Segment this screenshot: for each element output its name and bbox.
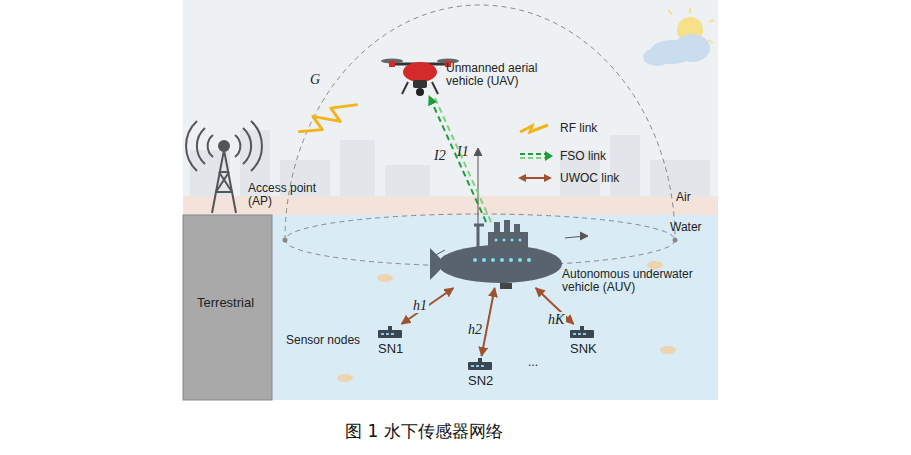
sensor-node: SNK xyxy=(568,324,596,340)
edge-label: hK xyxy=(546,312,566,327)
text-label: Air xyxy=(676,190,691,204)
sun-cloud xyxy=(643,8,714,66)
rf-link xyxy=(298,105,357,132)
uav-node: Unmanned aerial vehicle (UAV) xyxy=(388,56,452,96)
legend-text: FSO link xyxy=(560,149,606,163)
legend-samples xyxy=(518,125,553,182)
terrestrial-block xyxy=(183,215,272,400)
legend-text: RF link xyxy=(560,121,597,135)
text-label: Water xyxy=(670,220,702,234)
access-point: Access point (AP) xyxy=(200,118,250,213)
axes xyxy=(430,148,588,258)
uwoc-link xyxy=(402,288,454,324)
auv-icon xyxy=(430,220,562,289)
node-label: SN1 xyxy=(378,342,418,355)
coverage-hemisphere xyxy=(285,5,675,240)
legend-text: UWOC link xyxy=(560,171,619,185)
node-label: Access point (AP) xyxy=(248,182,328,208)
text-label: ... xyxy=(528,355,538,369)
auv-node: Autonomous underwater vehicle (AUV) xyxy=(440,222,562,288)
node-label: Autonomous underwater vehicle (AUV) xyxy=(562,268,722,294)
node-label: Unmanned aerial vehicle (UAV) xyxy=(446,62,571,88)
sensor-node: SN1 xyxy=(376,324,404,340)
text-label: I1 xyxy=(455,144,471,159)
edge-label: h1 xyxy=(411,298,429,313)
node-label: SNK xyxy=(570,342,610,355)
sensor-node: SN2 xyxy=(466,356,494,372)
edge-label: h2 xyxy=(466,322,484,337)
figure-caption: 图 1 水下传感器网络 xyxy=(345,420,503,443)
edge-label: I2 xyxy=(432,148,448,163)
text-label: Terrestrial xyxy=(197,296,254,310)
water xyxy=(183,215,718,400)
sky xyxy=(183,0,718,215)
fso-link xyxy=(429,96,486,222)
edge-label: G xyxy=(308,72,322,87)
text-label: Sensor nodes xyxy=(286,333,360,347)
node-label: SN2 xyxy=(468,374,508,387)
